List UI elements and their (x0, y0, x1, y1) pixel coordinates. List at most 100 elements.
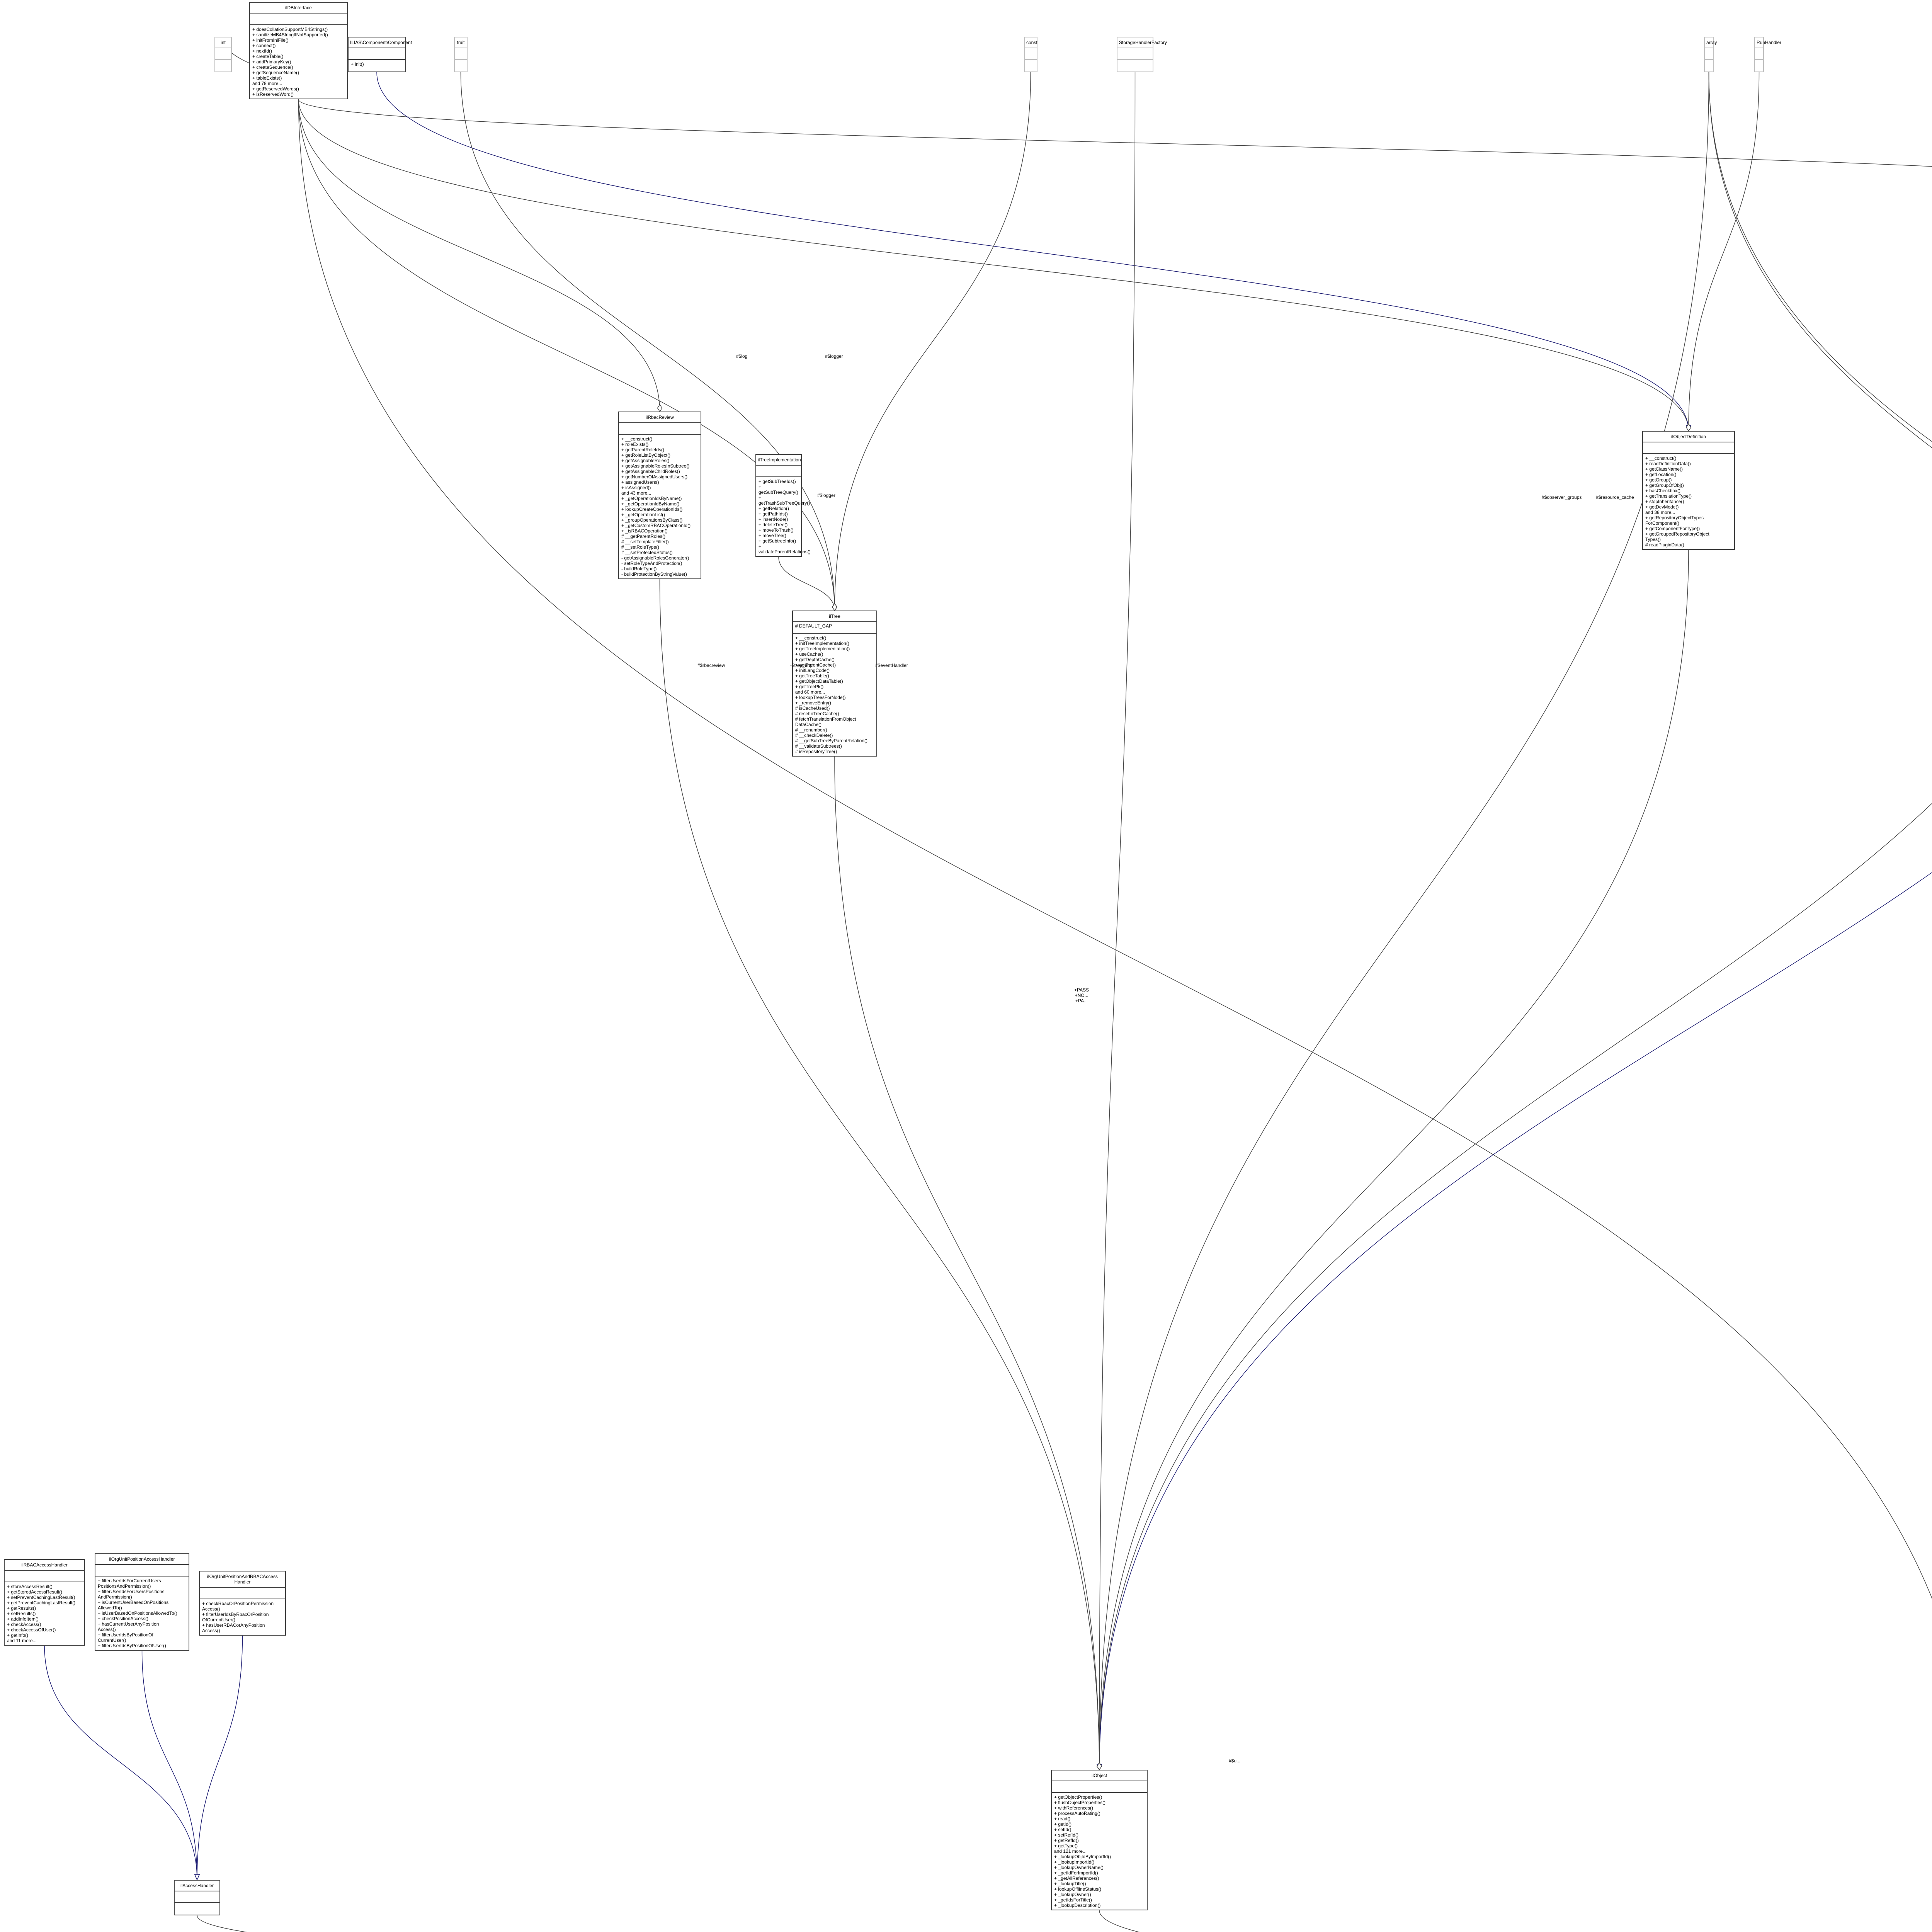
class-operations (1705, 60, 1713, 71)
class-box-il-object-definition[interactable]: ilObjectDefinition + __construct() + read… (1642, 431, 1735, 550)
aggregation-edge (298, 99, 1689, 431)
class-operations (1117, 60, 1153, 71)
inheritance-edge (44, 1645, 197, 1880)
class-name: ILIAS\Component\Component (349, 37, 412, 48)
aggregation-edge (1688, 72, 1760, 431)
class-operations: + __construct() + roleExists() + getPare… (621, 436, 691, 577)
aggregation-edge (197, 1915, 248, 1932)
class-attributes: # DEFAULT_GAP (793, 622, 876, 634)
aggregation-edge (298, 99, 835, 611)
class-name: array (1705, 37, 1717, 48)
edge-label: #$rbacreview (697, 663, 725, 668)
edge-label: #$observer_groups (1542, 495, 1582, 500)
class-attributes (1755, 48, 1763, 60)
aggregation-edge (834, 756, 1100, 1770)
class-name: trait (455, 37, 467, 48)
class-name: ilOrgUnitPositionAccessHandler (95, 1554, 189, 1565)
inheritance-edge (376, 72, 1689, 431)
class-attributes (455, 48, 467, 60)
class-operations (1755, 60, 1763, 71)
aggregation-edge (298, 99, 1932, 1599)
class-attributes (1117, 48, 1153, 60)
class-operations: + getObjectProperties() + flushObjectPro… (1054, 1794, 1111, 1908)
class-name: ilObjectDefinition (1643, 432, 1734, 442)
class-name: ilObject (1052, 1770, 1147, 1781)
class-name: ilAccessHandler (175, 1881, 219, 1891)
aggregation-edge (460, 72, 835, 611)
aggregation-edge (1708, 72, 1932, 442)
class-box-array[interactable]: array (1704, 37, 1717, 72)
class-box-il-org-unit-position-and-rbacaccess-handler[interactable]: ilOrgUnitPositionAndRBACAccess Handler+ … (199, 1571, 286, 1636)
class-operations: + storeAccessResult() + getStoredAccessR… (7, 1584, 76, 1643)
class-name: StorageHandlerFactory (1117, 37, 1167, 48)
aggregation-edge (1099, 1910, 1140, 1932)
aggregation-edge (778, 556, 835, 611)
class-operations: + getSubTreeIds() + getSubTreeQuery() + … (759, 479, 811, 554)
edge-label: #$u... (1229, 1758, 1241, 1764)
class-box-const[interactable]: const (1024, 37, 1037, 72)
aggregation-diamond-icon (1097, 1762, 1102, 1770)
class-box-il-org-unit-position-access-handler[interactable]: ilOrgUnitPositionAccessHandler + filterUs… (95, 1553, 189, 1651)
class-name: ilRbacReview (619, 412, 701, 423)
edge-label: #$eventHandler (875, 663, 908, 668)
inheritance-arrow-icon (194, 1874, 200, 1881)
class-box-il-object[interactable]: ilObject + getObjectProperties() + flushO… (1051, 1770, 1148, 1910)
class-attributes (349, 48, 405, 60)
aggregation-edge (1099, 549, 1689, 1770)
aggregation-edge (298, 99, 660, 412)
aggregation-edge (1099, 72, 1709, 1770)
class-name: ilDBInterface (250, 3, 347, 14)
class-name: ilTreeImplementation (756, 455, 801, 466)
class-attributes (619, 423, 701, 435)
class-attributes (95, 1565, 189, 1577)
class-name: int (215, 37, 231, 48)
aggregation-edge (1708, 72, 1932, 448)
class-box-trait[interactable]: trait (454, 37, 468, 72)
edge-label: #$logger (817, 493, 835, 498)
class-box-il-dbinterface[interactable]: ilDBInterface + doesCollationSupportMB4St… (249, 2, 348, 99)
class-attributes (175, 1891, 219, 1903)
class-operations: + filterUserIdsForCurrentUsers Positions… (98, 1578, 177, 1648)
class-box-runhandler[interactable]: RunHandler (1754, 37, 1781, 72)
inheritance-edge (197, 1635, 243, 1880)
class-box-il-access-handler[interactable]: ilAccessHandler (174, 1880, 220, 1915)
class-box-shf[interactable]: StorageHandlerFactory (1117, 37, 1167, 72)
aggregation-edge (834, 72, 1031, 611)
class-box-il-rbac-review[interactable]: ilRbacReview + __construct() + roleExists… (618, 412, 701, 579)
class-box-il-tree-impl[interactable]: ilTreeImplementation + getSubTreeIds() + … (755, 454, 811, 557)
aggregation-diamond-icon (832, 603, 837, 611)
class-operations (455, 60, 467, 71)
class-operations: + doesCollationSupportMB4Strings() + san… (252, 27, 328, 97)
class-attributes (215, 48, 231, 60)
inheritance-edge (1099, 872, 1932, 1770)
aggregation-edge (298, 99, 1932, 167)
class-attributes (756, 466, 801, 477)
class-name: const (1025, 37, 1037, 48)
edge-label: -$tree_impl (790, 663, 814, 668)
class-box-int[interactable]: int (214, 37, 232, 72)
class-operations: + init() (351, 61, 364, 67)
class-attributes (1705, 48, 1713, 60)
edge-label: +PASS +NO... +PA... (1074, 987, 1089, 1003)
class-box-component[interactable]: ILIAS\Component\Component + init() (348, 37, 412, 72)
class-attributes (5, 1571, 84, 1582)
inheritance-edge (141, 1650, 197, 1880)
aggregation-diamond-icon (657, 404, 663, 412)
aggregation-edge (1099, 803, 1932, 1770)
class-operations: + __construct() + initTreeImplementation… (795, 635, 867, 754)
class-operations (175, 1903, 219, 1915)
class-box-il-tree[interactable]: ilTree# DEFAULT_GAP+ __construct() + ini… (792, 611, 877, 757)
class-name: RunHandler (1755, 37, 1781, 48)
class-operations: + __construct() + readDefinitionData() +… (1645, 456, 1709, 548)
edge-label: #$resource_cache (1596, 495, 1634, 500)
edge-label: #$log (736, 354, 748, 359)
aggregation-diamond-icon (1686, 423, 1691, 432)
class-attributes (250, 14, 347, 25)
class-box-il-rbacaccess-handler[interactable]: ilRBACAccessHandler+ storeAccessResult()… (4, 1559, 85, 1646)
class-operations (215, 60, 231, 71)
class-operations (1025, 60, 1037, 71)
class-attributes (200, 1588, 285, 1599)
class-attributes (1052, 1781, 1147, 1793)
edge-label: #$logger (825, 354, 843, 359)
